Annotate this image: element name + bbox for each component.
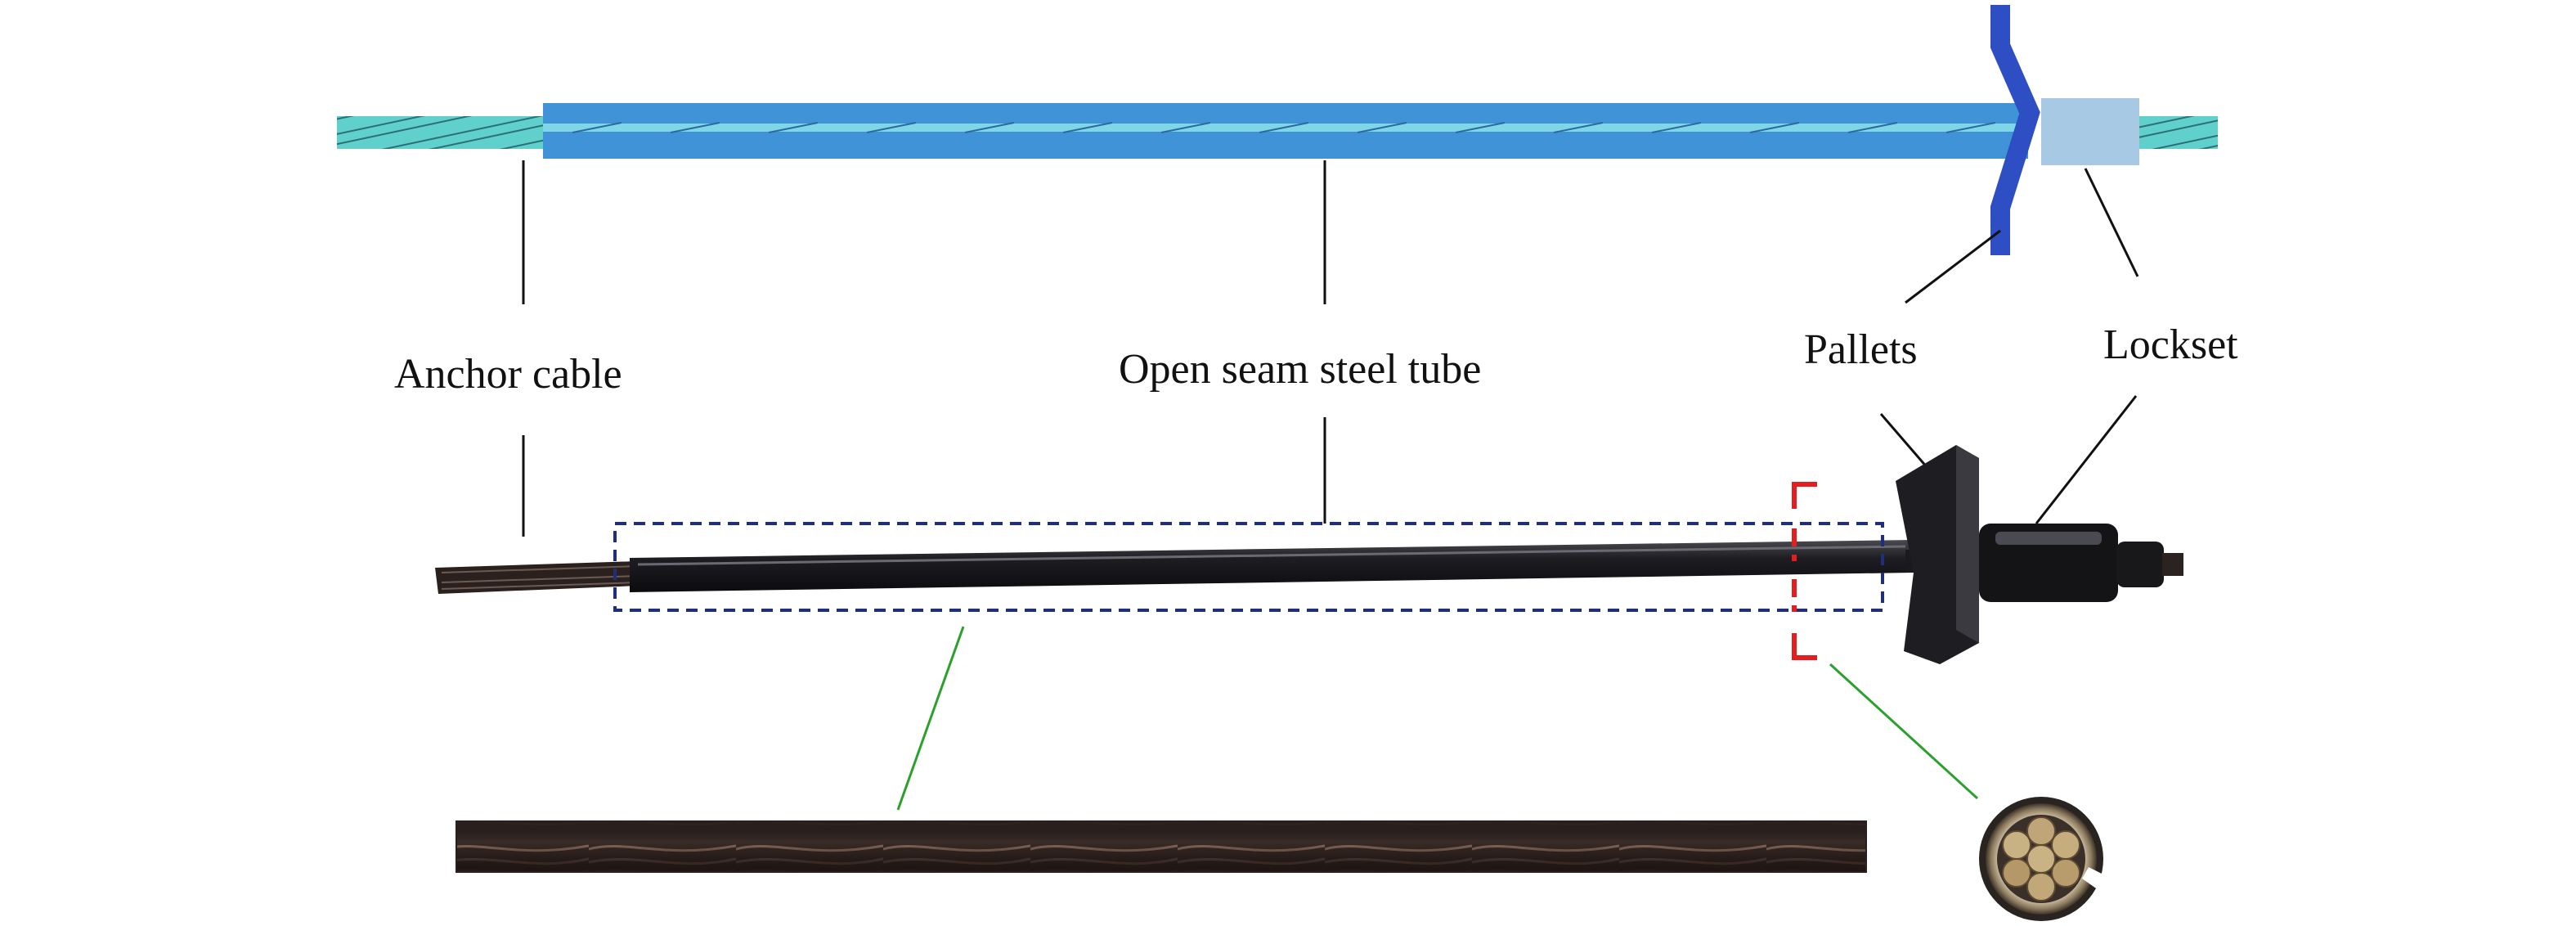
leader-lockset-bottom — [2035, 395, 2138, 524]
pallet-plate — [1990, 5, 2040, 255]
strand-wires — [2002, 816, 2080, 901]
label-pallets: Pallets — [1804, 326, 1918, 373]
photo-lockset-nose — [2116, 542, 2164, 587]
lockset-block — [2041, 98, 2139, 165]
steel-strand-detail-photo — [456, 820, 1867, 873]
photo-strand-tip — [2162, 553, 2183, 576]
label-open-seam-steel-tube: Open seam steel tube — [1119, 346, 1482, 393]
anchor-cable-schematic — [337, 5, 2218, 255]
cable-right-segment — [2126, 116, 2218, 149]
tube-seam-ticks — [572, 122, 1996, 133]
detail-connectors — [896, 626, 1979, 811]
cable-left-segment — [337, 116, 548, 149]
connector-strand — [896, 626, 965, 811]
photo-bare-strand — [435, 561, 638, 594]
leader-lockset-top — [2084, 168, 2139, 277]
label-anchor-cable: Anchor cable — [394, 351, 622, 398]
label-lockset: Lockset — [2103, 321, 2238, 368]
connector-cross-section — [1829, 663, 1979, 800]
leader-pallets-top — [1905, 229, 2001, 304]
photo-tube-body — [630, 540, 1914, 592]
cross-section-detail-photo — [1979, 797, 2105, 921]
cross-section-marker — [1792, 482, 1817, 660]
anchor-assembly-photo — [435, 445, 2183, 664]
